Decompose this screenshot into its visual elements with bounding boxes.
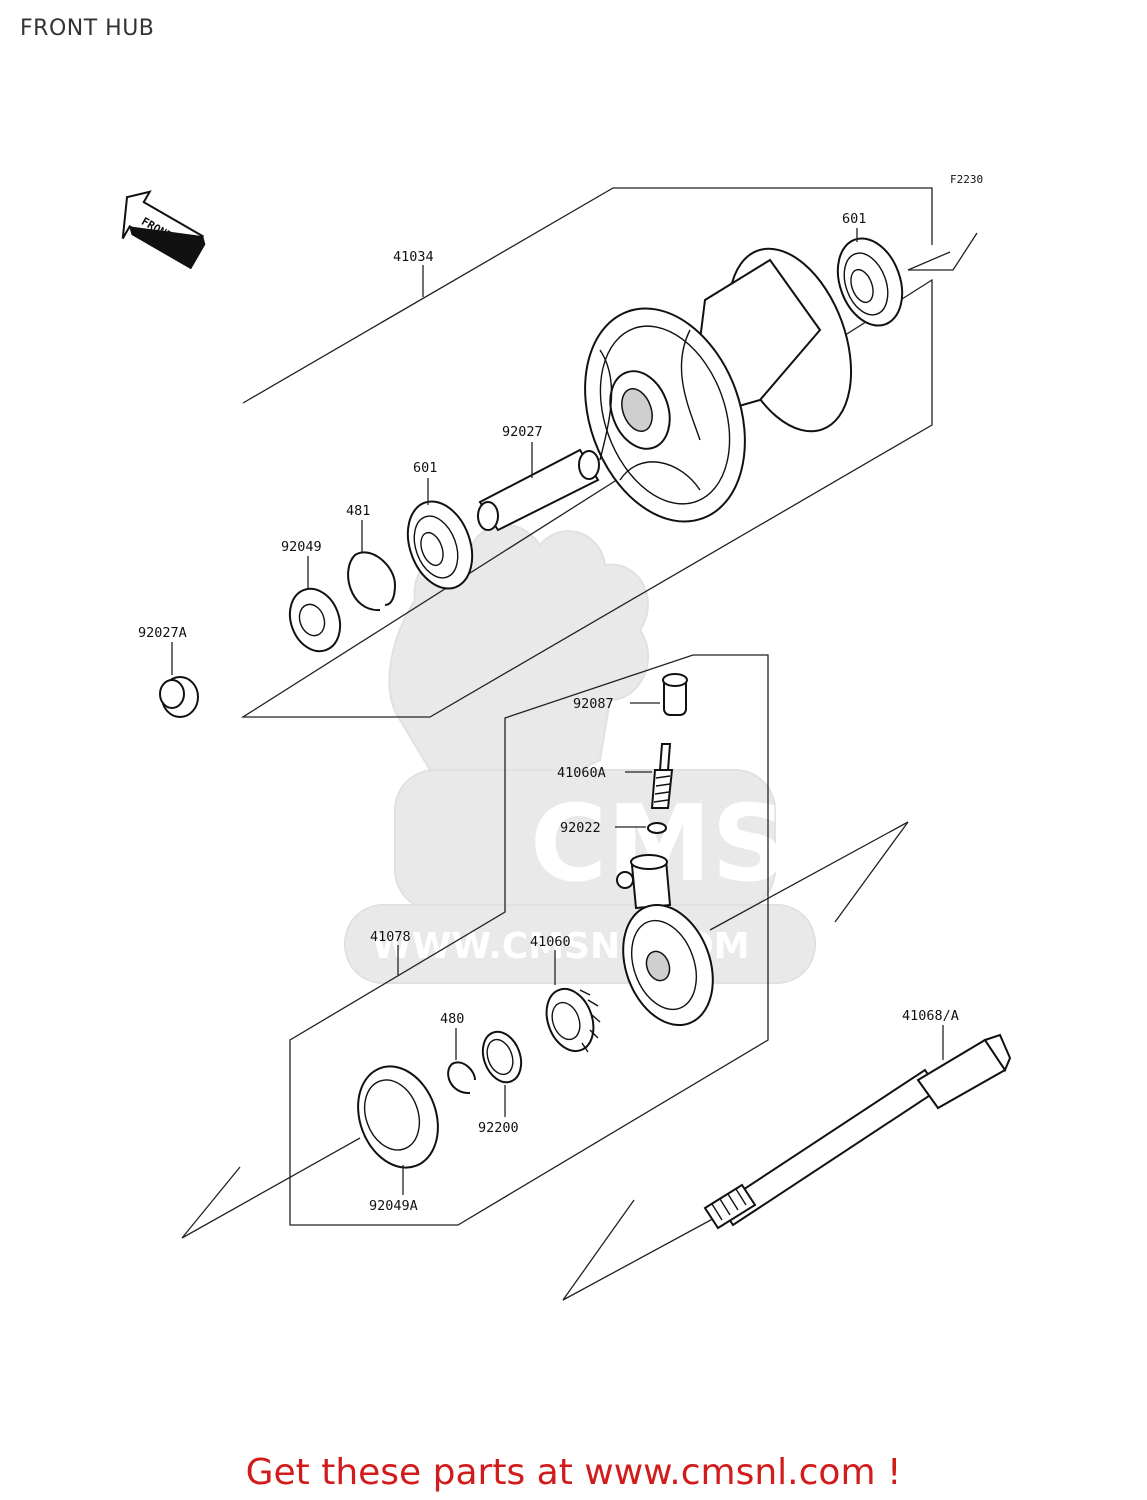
exploded-parts-diagram: CMS WWW.CMSNL.COM F2230 FRONT: [121, 173, 1012, 1301]
washer-92200: [481, 1030, 523, 1084]
part-label-92049A: 92049A: [369, 1198, 418, 1214]
bearing-601-top: [836, 237, 904, 327]
part-label-41060A: 41060A: [557, 765, 606, 781]
circlip-481: [347, 551, 397, 612]
oil-seal-92049A: [357, 1065, 439, 1169]
washer-92022: [647, 822, 667, 834]
part-label-41078: 41078: [370, 929, 411, 945]
part-label-92087: 92087: [573, 696, 614, 712]
part-label-92027A: 92027A: [138, 625, 187, 641]
footer-promo-link[interactable]: Get these parts at www.cmsnl.com !: [245, 1452, 902, 1493]
part-label-601: 601: [413, 460, 437, 476]
part-label-41034: 41034: [393, 249, 434, 265]
collar-92027A: [159, 676, 199, 718]
pinion-41060A: [650, 743, 674, 809]
oil-seal-92049: [288, 587, 342, 653]
part-label-92200: 92200: [478, 1120, 519, 1136]
gearbox-assembly-boundary: [289, 654, 769, 1226]
part-label-92022: 92022: [560, 820, 601, 836]
part-label-481: 481: [346, 503, 370, 519]
bearing-601: [406, 500, 474, 590]
cms-watermark: CMS WWW.CMSNL.COM: [344, 523, 816, 984]
axle-41068A: [703, 1033, 1012, 1230]
bushing-92087: [662, 673, 688, 716]
diagram-code: F2230: [950, 173, 983, 186]
collar-92027: [477, 448, 600, 532]
part-label-92049: 92049: [281, 539, 322, 555]
part-label-480: 480: [440, 1011, 464, 1027]
front-hub-part: [584, 247, 853, 523]
gear-41060: [545, 988, 601, 1053]
front-direction-marker: FRONT: [121, 190, 206, 270]
part-label-92027: 92027: [502, 424, 543, 440]
hub-assembly-boundary: [240, 187, 933, 718]
part-label-41068A: 41068/A: [902, 1008, 959, 1024]
gear-housing-41078: [616, 854, 714, 1027]
circlip-480: [447, 1061, 476, 1095]
part-label-601-top: 601: [842, 211, 866, 227]
page-title: FRONT HUB: [20, 16, 155, 41]
part-label-41060: 41060: [530, 934, 571, 950]
